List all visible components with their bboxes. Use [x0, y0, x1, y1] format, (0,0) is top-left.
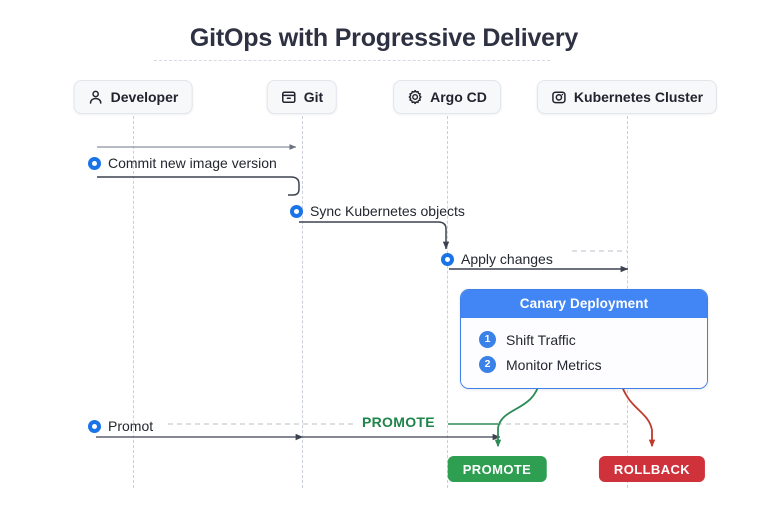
- message-text: Apply changes: [461, 251, 553, 267]
- message-label-sync: Sync Kubernetes objects: [290, 203, 465, 219]
- camera-container-icon: [551, 89, 567, 105]
- lifeline-argocd: [447, 116, 448, 488]
- archive-box-icon: [281, 89, 297, 105]
- message-text: Sync Kubernetes objects: [310, 203, 465, 219]
- canary-steps: 1 Shift Traffic 2 Monitor Metrics: [461, 318, 707, 388]
- step-number-badge: 2: [479, 356, 496, 373]
- step-number-badge: 1: [479, 331, 496, 348]
- arrow-commit-hook: [97, 176, 300, 196]
- participant-kubernetes[interactable]: Kubernetes Cluster: [536, 80, 718, 114]
- arrow-canary-to-rollback: [619, 379, 656, 448]
- rollback-button[interactable]: ROLLBACK: [598, 456, 706, 482]
- participant-label: Developer: [110, 89, 179, 105]
- participant-label: Kubernetes Cluster: [573, 89, 704, 105]
- message-text: Commit new image version: [108, 155, 277, 171]
- arrow-sync-hook: [299, 221, 450, 250]
- title-divider: [154, 60, 550, 61]
- participant-label: Git: [303, 89, 324, 105]
- step-label: Monitor Metrics: [506, 356, 602, 373]
- blue-dot-icon: [88, 419, 101, 433]
- promote-button[interactable]: PROMOTE: [447, 456, 547, 482]
- promote-branch-label: PROMOTE: [362, 414, 435, 430]
- canary-step: 2 Monitor Metrics: [479, 352, 707, 377]
- step-label: Shift Traffic: [506, 331, 576, 348]
- message-text: Promot: [108, 418, 154, 434]
- message-label-commit: Commit new image version: [88, 155, 277, 171]
- blue-dot-icon: [88, 156, 101, 170]
- canary-deployment-box: Canary Deployment 1 Shift Traffic 2 Moni…: [460, 289, 708, 389]
- lifeline-git: [302, 116, 303, 488]
- participant-argocd[interactable]: Argo CD: [393, 80, 501, 114]
- message-label-apply: Apply changes: [441, 251, 553, 267]
- message-label-promote: Promot: [88, 418, 153, 434]
- participant-label: Argo CD: [430, 89, 487, 105]
- user-icon: [88, 89, 104, 105]
- participant-git[interactable]: Git: [266, 80, 338, 114]
- participant-developer[interactable]: Developer: [73, 80, 193, 114]
- page-title: GitOps with Progressive Delivery: [189, 24, 579, 52]
- canary-step: 1 Shift Traffic: [479, 327, 707, 352]
- canary-header: Canary Deployment: [461, 290, 707, 318]
- lifeline-developer: [133, 116, 134, 488]
- blue-dot-icon: [441, 252, 454, 266]
- blue-dot-icon: [290, 204, 303, 218]
- gear-icon: [407, 89, 423, 105]
- arrow-canary-to-promote: [494, 379, 541, 448]
